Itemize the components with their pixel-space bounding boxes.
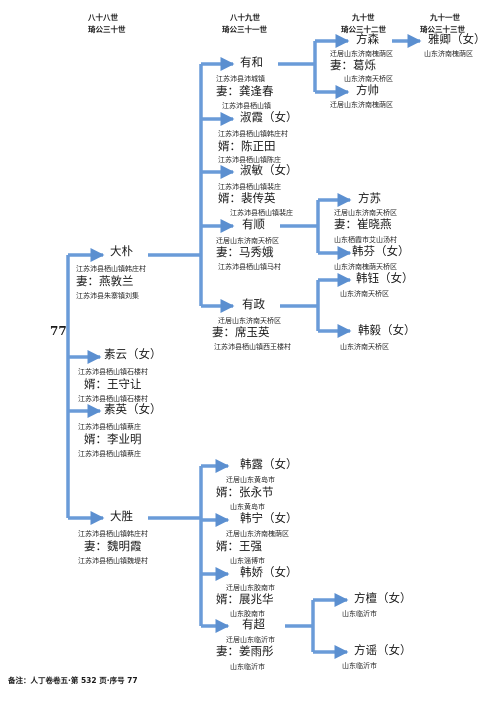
person-place-fangsu: 迁居山东济南天桥区	[334, 209, 397, 217]
person-name-hanfen: 韩芬（女）	[352, 244, 410, 258]
person-name-youshun: 有顺	[242, 217, 265, 231]
person-place-youzheng: 迁居山东济南天桥区	[218, 317, 281, 325]
person-name-suyun: 素云（女）	[104, 347, 162, 361]
header-gen-89: 八十九世	[230, 13, 260, 22]
spouse-name-hanjiao: 婿：展兆华	[216, 592, 274, 606]
spouse-name-youshun: 妻：马秀娥	[216, 245, 274, 259]
header-gen-90: 九十世	[352, 13, 375, 22]
person-name-yaqing: 雅卿（女）	[428, 32, 486, 46]
spouse-place-dasheng: 江苏沛县栖山镇魏堤村	[78, 557, 148, 565]
person-name-youhe: 有和	[240, 55, 263, 69]
person-name-hanjiao: 韩娇（女）	[240, 565, 298, 579]
spouse-place-youshun: 江苏沛县栖山镇马村	[218, 263, 281, 271]
person-name-youchao: 有超	[242, 617, 265, 631]
person-name-hanlu: 韩露（女）	[240, 457, 298, 471]
person-name-shumin: 淑敏（女）	[240, 163, 298, 177]
person-name-fangsu: 方苏	[358, 191, 381, 205]
person-place-fangsen: 迁居山东济南槐荫区	[330, 50, 393, 58]
spouse-name-suyun: 婿：王守让	[84, 377, 142, 391]
person-name-suying: 素英（女）	[104, 402, 162, 416]
person-name-dasheng: 大胜	[110, 509, 133, 523]
spouse-place-hanlu: 山东黄岛市	[230, 503, 265, 511]
person-name-youzheng: 有政	[242, 297, 265, 311]
person-place-suyun: 江苏沛县栖山镇石楼村	[78, 368, 148, 376]
person-place-hanyu: 山东济南天桥区	[340, 290, 389, 298]
person-place-hanlu: 迁居山东黄岛市	[226, 476, 275, 484]
spouse-name-shuxia: 婿：陈正田	[218, 139, 276, 153]
header-sub-89: 琦公三十一世	[222, 25, 267, 34]
spouse-place-hanjiao: 山东胶南市	[230, 610, 265, 618]
person-place-suying: 江苏沛县栖山镇蔡庄	[78, 423, 141, 431]
spouse-name-hanning: 婿：王强	[216, 539, 262, 553]
spouse-name-youzheng: 妻：席玉英	[212, 325, 270, 339]
spouse-place-suyun: 江苏沛县栖山镇石楼村	[78, 395, 148, 403]
spouse-name-fangsen: 妻：葛烁	[330, 58, 376, 72]
person-place-youchao: 迁居山东临沂市	[226, 636, 275, 644]
spouse-name-fangsu: 妻：崔晓燕	[334, 217, 392, 231]
spouse-name-dasheng: 妻：魏明霞	[84, 539, 142, 553]
root-index: 77	[50, 324, 67, 338]
spouse-name-youchao: 妻：姜雨彤	[216, 644, 274, 658]
person-place-fangtan: 山东临沂市	[342, 610, 377, 618]
person-place-youshun: 迁居山东济南天桥区	[216, 237, 279, 245]
spouse-name-suying: 婿：李业明	[84, 432, 142, 446]
spouse-place-dapu: 江苏沛县朱寨镇刘集	[76, 292, 139, 300]
spouse-name-dapu: 妻：燕敦兰	[76, 274, 134, 288]
person-place-shumin: 江苏沛县栖山镇裴庄	[218, 183, 281, 191]
person-place-hanning: 迁居山东济南槐荫区	[226, 530, 289, 538]
header-gen-91: 九十一世	[430, 13, 460, 22]
person-place-dasheng: 江苏沛县栖山镇韩庄村	[78, 530, 148, 538]
person-name-hanning: 韩宁（女）	[240, 511, 298, 525]
header-sub-91: 琦公三十三世	[420, 25, 465, 34]
spouse-name-shumin: 婿：裴传英	[218, 191, 276, 205]
person-place-fangshuai: 迁居山东济南槐荫区	[330, 101, 393, 109]
person-place-fangyao: 山东临沂市	[342, 662, 377, 670]
header-sub-88: 琦公三十世	[88, 25, 126, 34]
spouse-place-shuxia: 江苏沛县栖山镇陈庄	[218, 156, 281, 164]
person-name-shuxia: 淑霞（女）	[240, 110, 298, 124]
spouse-place-fangsu: 山东栖霞市艾山汤村	[334, 236, 397, 244]
person-place-yaqing: 山东济南槐荫区	[424, 50, 473, 58]
footnote: 备注：人丁卷卷五·第 532 页·序号 77	[8, 676, 138, 685]
spouse-place-hanning: 山东淄博市	[230, 557, 265, 565]
person-name-fangshuai: 方帅	[356, 83, 379, 97]
spouse-place-youhe: 江苏沛县栖山镇	[222, 102, 271, 110]
spouse-place-youchao: 山东临沂市	[230, 663, 265, 671]
person-place-hanjiao: 迁居山东胶南市	[226, 584, 275, 592]
person-name-fangsen: 方森	[356, 32, 379, 46]
person-name-hanyu: 韩钰（女）	[356, 271, 414, 285]
spouse-place-youzheng: 江苏沛县栖山镇西王楼村	[214, 343, 291, 351]
header-sub-90: 琦公三十二世	[341, 25, 386, 34]
spouse-place-shumin: 江苏沛县栖山镇裴庄	[230, 209, 293, 217]
person-name-hanyi: 韩毅（女）	[358, 323, 416, 337]
person-place-dapu: 江苏沛县栖山镇韩庄村	[76, 265, 146, 273]
spouse-place-suying: 江苏沛县栖山镇蔡庄	[78, 450, 141, 458]
person-name-dapu: 大朴	[110, 244, 133, 258]
person-place-shuxia: 江苏沛县栖山镇韩庄村	[218, 130, 288, 138]
person-name-fangyao: 方谣（女）	[354, 643, 412, 657]
spouse-name-hanlu: 婿：张永节	[216, 485, 274, 499]
spouse-name-youhe: 妻：龚逢春	[216, 84, 274, 98]
person-place-hanfen: 山东济南槐荫天桥区	[334, 263, 397, 271]
spouse-place-fangsen: 山东济南天桥区	[344, 75, 393, 83]
person-place-youhe: 江苏沛县沛城镇	[216, 75, 265, 83]
person-name-fangtan: 方檀（女）	[354, 591, 412, 605]
header-gen-88: 八十八世	[88, 13, 118, 22]
person-place-hanyi: 山东济南天桥区	[340, 343, 389, 351]
